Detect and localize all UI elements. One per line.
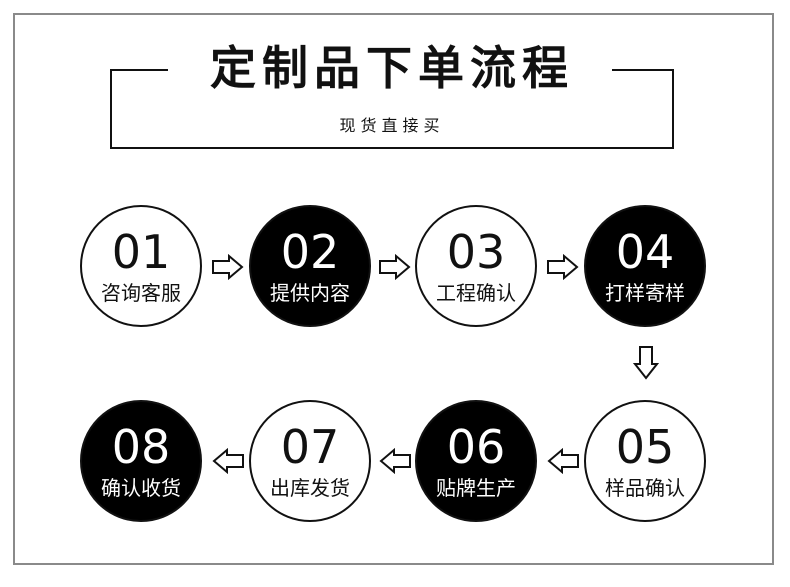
arrow-down-icon xyxy=(633,345,659,381)
step-label: 样品确认 xyxy=(605,476,685,500)
header-line-right xyxy=(612,69,674,71)
step-number: 03 xyxy=(446,225,506,279)
step-02: 02 提供内容 xyxy=(249,205,371,327)
step-number: 05 xyxy=(615,420,675,474)
header-box xyxy=(110,69,674,149)
page-title: 定制品下单流程 xyxy=(210,41,574,95)
outer-frame xyxy=(13,13,774,565)
arrow-right-icon xyxy=(378,254,412,280)
header-line-left xyxy=(110,69,168,71)
step-number: 07 xyxy=(280,420,340,474)
step-number: 01 xyxy=(111,225,171,279)
step-01: 01 咨询客服 xyxy=(80,205,202,327)
arrow-left-icon xyxy=(211,448,245,474)
step-label: 提供内容 xyxy=(270,281,350,305)
step-06: 06 贴牌生产 xyxy=(415,400,537,522)
step-label: 打样寄样 xyxy=(605,281,685,305)
step-number: 08 xyxy=(111,420,171,474)
step-label: 贴牌生产 xyxy=(436,476,516,500)
arrow-left-icon xyxy=(546,448,580,474)
step-label: 工程确认 xyxy=(436,281,516,305)
step-05: 05 样品确认 xyxy=(584,400,706,522)
step-label: 出库发货 xyxy=(270,476,350,500)
step-08: 08 确认收货 xyxy=(80,400,202,522)
step-label: 确认收货 xyxy=(101,476,181,500)
arrow-right-icon xyxy=(546,254,580,280)
step-03: 03 工程确认 xyxy=(415,205,537,327)
step-number: 02 xyxy=(280,225,340,279)
arrow-left-icon xyxy=(378,448,412,474)
step-label: 咨询客服 xyxy=(101,281,181,305)
step-number: 06 xyxy=(446,420,506,474)
step-number: 04 xyxy=(615,225,675,279)
page-subtitle: 现货直接买 xyxy=(339,116,445,135)
arrow-right-icon xyxy=(211,254,245,280)
step-04: 04 打样寄样 xyxy=(584,205,706,327)
step-07: 07 出库发货 xyxy=(249,400,371,522)
